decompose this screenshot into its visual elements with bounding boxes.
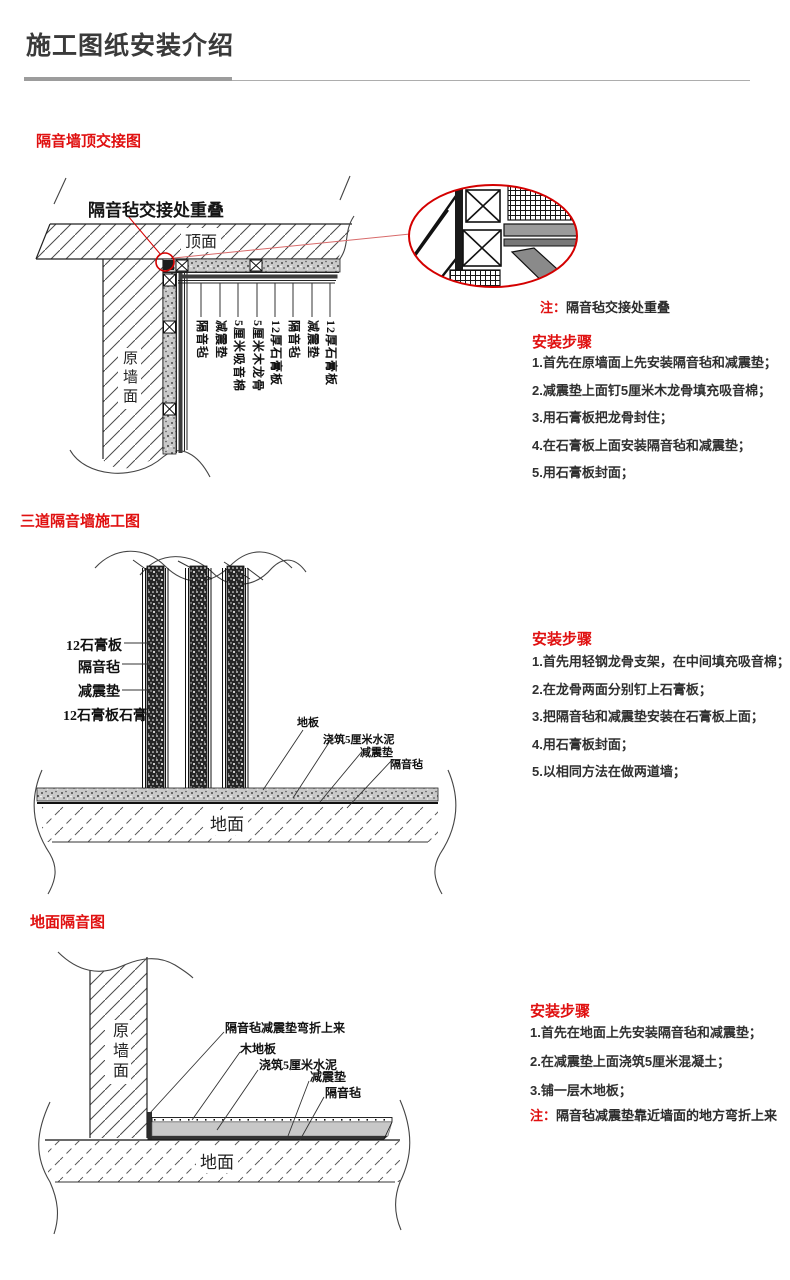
section3-heading: 地面隔音图 [30, 914, 106, 931]
wall-column-2 [185, 565, 212, 789]
diagram-floor-soundproofing [38, 951, 411, 1235]
note-prefix: 注： [540, 300, 567, 315]
layer-label-felt-1: 隔音毡 [195, 320, 209, 360]
section2-heading: 三道隔音墙施工图 [20, 513, 141, 530]
wall-label-3: 原墙面 [105, 1020, 131, 1084]
h-layer-dark [178, 274, 338, 279]
step-line: 1.首先在原墙面上先安装隔音毡和减震垫； [532, 355, 777, 370]
step-line: 1.首先用轻钢龙骨支架，在中间填充吸音棉； [532, 654, 790, 669]
wall-label-gypsum-overlap: 12石膏板石膏板 [63, 709, 148, 724]
step-line: 5.以相同方法在做两道墙； [532, 764, 686, 779]
section1-steps-title: 安装步骤 [532, 334, 593, 351]
step-line: 3.用石膏板把龙骨封住； [532, 410, 673, 425]
step-line: 2.在龙骨两面分别钉上石膏板； [532, 681, 712, 697]
wall-label-gypsum-top: 12石膏板 [66, 639, 122, 654]
step-line: 4.用石膏板封面； [532, 736, 634, 752]
wall-break-top [57, 951, 194, 979]
section1-note: 注：隔音毡交接处重叠 [540, 297, 670, 316]
overlap-highlight-circle [155, 252, 175, 272]
ground-break-right [434, 769, 457, 895]
ground-break-left-3 [38, 1101, 59, 1235]
assembly-right-cut [383, 1121, 393, 1140]
callout-wood-floor: 木地板 [240, 1042, 277, 1056]
step-line: 2.在减震垫上面浇筑5厘米混凝土； [530, 1054, 731, 1069]
wall-column-1 [142, 565, 169, 789]
layer-label-pad-2: 减震垫 [306, 320, 320, 360]
layer-label-stems [200, 283, 331, 317]
layer-label-felt-2: 隔音毡 [287, 320, 301, 360]
callout-cement: 浇筑5厘米水泥 [259, 1058, 338, 1072]
cement-layer [151, 1121, 393, 1137]
layer-label-stud: 5厘米木龙骨 [251, 320, 265, 393]
step-line: 1.首先在地面上先安装隔音毡和减震垫； [530, 1025, 762, 1040]
callout-felt: 隔音毡 [325, 1086, 362, 1100]
magnifier-ellipse [408, 184, 578, 288]
ceiling-label: 顶面 [181, 228, 222, 252]
ground-label-2: 地面 [206, 810, 248, 835]
section2-steps-title: 安装步骤 [532, 631, 593, 648]
wall-label-felt: 隔音毡 [78, 661, 120, 676]
title-underline-thick [24, 77, 232, 81]
layer-label-gypsum-2: 12厚石膏板 [324, 320, 338, 387]
section3-steps-title: 安装步骤 [530, 1003, 591, 1020]
diagram-ceiling-junction [35, 175, 578, 478]
diagram-three-walls [33, 550, 457, 895]
layer-label-pad-1: 减震垫 [214, 320, 228, 360]
step-line: 5.用石膏板封面； [532, 465, 634, 480]
section2-steps: 1.首先用轻钢龙骨支架，在中间填充吸音棉； 2.在龙骨两面分别钉上石膏板； 3.… [532, 651, 790, 789]
ground-break-left [33, 769, 56, 895]
ground-label-3: 地面 [196, 1148, 238, 1173]
wall-column-3 [222, 565, 249, 789]
strip-vertical-felt [162, 271, 177, 455]
page-title: 施工图纸安装介绍 [26, 32, 235, 60]
section3-note: 注：隔音毡减震垫靠近墙面的地方弯折上来 [530, 1105, 777, 1124]
note-text: 隔音毡减震垫靠近墙面的地方弯折上来 [556, 1108, 778, 1123]
note-prefix: 注： [530, 1108, 557, 1123]
overlap-label: 隔音毡交接处重叠 [88, 201, 224, 220]
step-line: 3.铺一层木地板； [530, 1083, 632, 1098]
wall-label-1: 原墙面 [118, 348, 141, 409]
step-line: 3.把隔音毡和减震垫安装在石膏板上面； [532, 709, 764, 724]
magnifier-leader-line [173, 233, 411, 259]
h-layer-line2 [178, 280, 336, 284]
layer-label-cotton: 5厘米吸音棉 [232, 320, 246, 393]
floor-label-board: 地板 [297, 717, 319, 729]
v-layer-dark [178, 272, 183, 453]
title-underline-thin [24, 80, 750, 81]
left-label-leaders [122, 642, 152, 691]
section1-steps: 1.首先在原墙面上先安装隔音毡和减震垫； 2.减震垫上面钉5厘米木龙骨填充吸音棉… [532, 352, 777, 490]
floor-label-leaders [262, 729, 393, 809]
step-line: 2.减震垫上面钉5厘米木龙骨填充吸音棉； [532, 382, 772, 398]
callout-leaders [149, 1031, 325, 1141]
v-layer-line2 [184, 272, 188, 451]
floor-label-cement: 浇筑5厘米水泥 [323, 734, 395, 746]
stud-x-boxes [163, 259, 263, 416]
corner-felt-overlap [163, 260, 174, 270]
section3-steps: 1.首先在地面上先安装隔音毡和减震垫； 2.在减震垫上面浇筑5厘米混凝土； 3.… [530, 1022, 762, 1108]
floor-label-felt: 隔音毡 [390, 759, 423, 771]
overlap-leader-line [127, 215, 162, 256]
wall-break-bottom [69, 449, 211, 478]
wall-edges-3 [89, 957, 148, 1138]
ceiling-break-marks [53, 175, 351, 205]
wall-label-pad: 减震垫 [78, 685, 120, 700]
callout-bend-up: 隔音毡减震垫弯折上来 [225, 1021, 346, 1035]
pad-felt-bottom-layer [152, 1136, 388, 1140]
callout-pad: 减震垫 [310, 1070, 347, 1084]
felt-bent-up-edge [147, 1112, 152, 1140]
floor-label-pad: 减震垫 [360, 747, 393, 759]
note-text: 隔音毡交接处重叠 [566, 300, 671, 315]
ground-break-right-3 [395, 1099, 411, 1231]
floor-felt-strip [36, 787, 439, 802]
step-line: 4.在石膏板上面安装隔音毡和减震垫； [532, 437, 751, 453]
layer-label-gypsum-1: 12厚石膏板 [269, 320, 283, 387]
section1-heading: 隔音墙顶交接图 [36, 133, 142, 150]
